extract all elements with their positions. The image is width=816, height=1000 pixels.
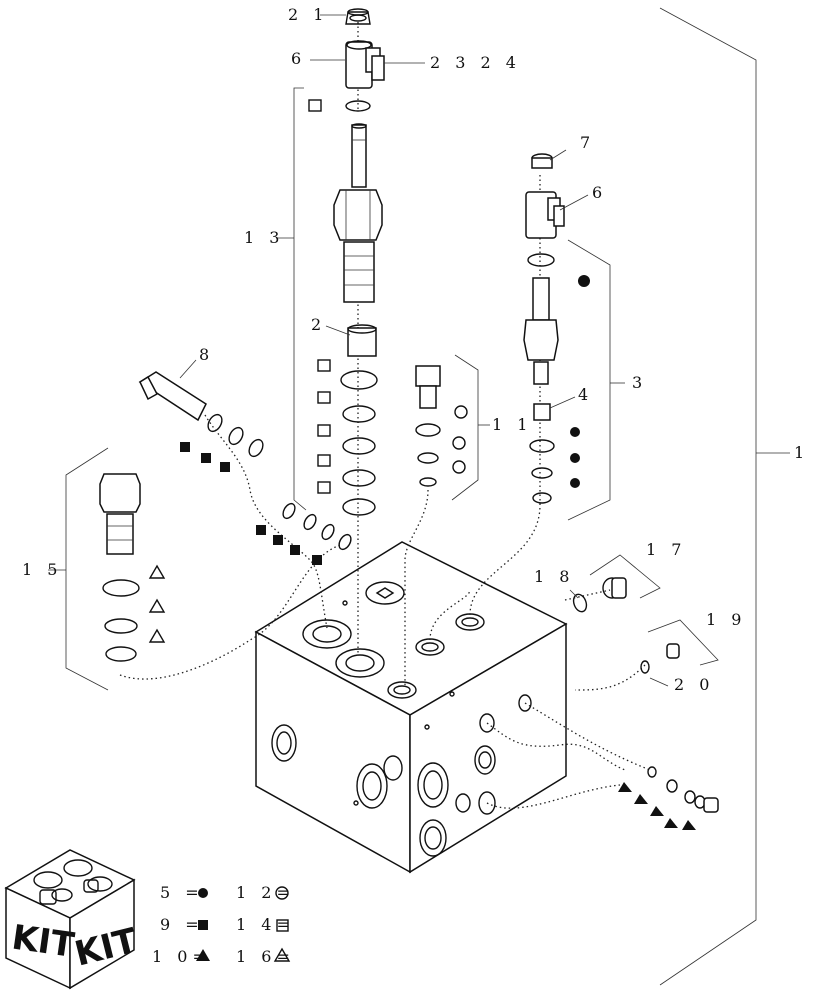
kit-box-icon: KIT KIT xyxy=(4,849,142,990)
filled-circle-icon xyxy=(198,888,208,898)
solenoid-valve-assembly xyxy=(523,153,565,504)
valve-block xyxy=(254,541,568,874)
callout-2: 2 xyxy=(311,315,326,334)
callout-19: 1 9 xyxy=(706,610,746,629)
open-square-icon xyxy=(276,919,289,932)
legend-row2-left: 9 = xyxy=(160,915,204,934)
callout-1: 1 xyxy=(794,443,809,462)
main-cartridge-assembly xyxy=(333,8,385,516)
open-triangle-icon xyxy=(273,947,291,962)
callout-3: 3 xyxy=(632,373,647,392)
kit-symbols xyxy=(148,99,590,643)
brackets xyxy=(48,7,790,986)
filled-square-icon xyxy=(198,920,208,930)
symbol-legend: 5 = 1 2= 9 = 1 4= 1 0= 1 6= xyxy=(152,883,295,966)
callout-2324: 2 3 2 4 xyxy=(430,53,521,72)
callout-8: 8 xyxy=(199,345,214,364)
kit-label-left: KIT xyxy=(9,918,77,966)
assembly-guide-lines xyxy=(119,22,651,809)
callout-6-right: 6 xyxy=(592,183,607,202)
callout-4: 4 xyxy=(578,385,593,404)
legend-row1-right: 1 2= xyxy=(236,883,295,902)
plug-parts xyxy=(572,577,680,674)
callout-11: 1 1 xyxy=(492,415,532,434)
cartridge-15-assembly xyxy=(99,473,141,662)
filled-triangle-icon xyxy=(196,949,210,961)
callout-13: 1 3 xyxy=(244,228,284,247)
legend-row1-left: 5 = xyxy=(160,883,204,902)
callout-17: 1 7 xyxy=(646,540,686,559)
callout-7: 7 xyxy=(580,133,595,152)
relief-valve-assembly xyxy=(138,371,352,551)
open-circle-icon xyxy=(275,886,289,900)
callout-18: 1 8 xyxy=(534,567,574,586)
callout-20: 2 0 xyxy=(674,675,714,694)
callout-21: 2 1 xyxy=(288,5,328,24)
callout-15: 1 5 xyxy=(22,560,62,579)
fitting-group xyxy=(618,766,719,830)
legend-row3-left: 1 0= xyxy=(152,947,211,966)
callout-labels: 2 1 6 2 3 2 4 1 3 2 8 7 6 3 4 1 1 1 1 5 … xyxy=(22,5,809,694)
callout-6-top: 6 xyxy=(291,49,306,68)
check-valve-assembly xyxy=(415,365,441,487)
